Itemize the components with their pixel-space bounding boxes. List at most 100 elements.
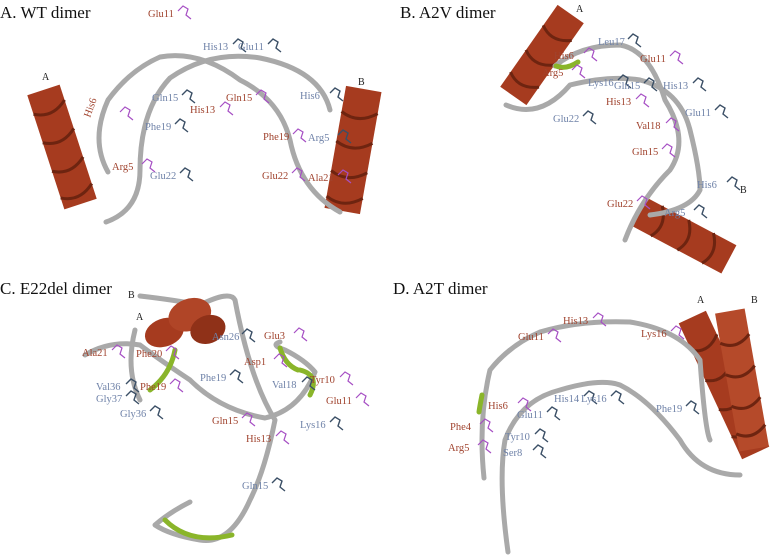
residue-label: His6 xyxy=(488,401,508,412)
side-chain-stick xyxy=(355,392,370,407)
residue-label: His13 xyxy=(190,105,215,116)
side-chain-stick xyxy=(726,176,741,191)
side-chain-stick xyxy=(635,93,650,108)
chain-label: A xyxy=(697,295,705,306)
side-chain-stick xyxy=(477,439,492,454)
residue-label: Arg5 xyxy=(112,162,133,173)
side-chain-stick xyxy=(125,390,140,405)
structures-layer xyxy=(27,4,770,555)
side-chain-stick xyxy=(329,416,344,431)
residue-label: Gln15 xyxy=(226,93,252,104)
coil-chain-b xyxy=(499,379,743,555)
side-chain-stick xyxy=(547,328,562,343)
side-chain-stick xyxy=(229,369,244,384)
side-chain-stick xyxy=(271,477,286,492)
helix-a xyxy=(144,297,226,348)
side-chain-stick xyxy=(582,110,597,125)
residue-label: Val18 xyxy=(272,380,297,391)
coil-chain-a-tail xyxy=(128,327,143,403)
side-chain-stick xyxy=(337,129,352,144)
side-chain-stick xyxy=(670,325,685,340)
panel-c-structure xyxy=(82,293,318,543)
turn-segment xyxy=(476,392,485,415)
residue-label: His13 xyxy=(606,97,631,108)
side-chain-stick xyxy=(291,167,306,182)
side-chain-stick xyxy=(583,47,598,62)
residue-label: Arg5 xyxy=(448,443,469,454)
residue-label: Val18 xyxy=(636,121,661,132)
side-chain-stick xyxy=(636,195,651,210)
side-chain-stick xyxy=(661,143,676,158)
residue-label: Asp1 xyxy=(244,357,266,368)
residue-label: Glu11 xyxy=(517,410,543,421)
side-chain-stick xyxy=(669,50,684,65)
residue-label: Glu11 xyxy=(148,9,174,20)
panel-title: A. WT dimer xyxy=(0,3,91,22)
side-chain-stick xyxy=(141,158,156,173)
helix-b xyxy=(715,308,769,452)
residue-label: Gln15 xyxy=(212,416,238,427)
residue-label: Lys16 xyxy=(588,78,614,89)
panel-title: B. A2V dimer xyxy=(400,3,496,22)
residue-label: Phe20 xyxy=(136,349,162,360)
side-chain-stick xyxy=(125,378,140,393)
side-chain-stick xyxy=(546,406,561,421)
residue-label: Arg5 xyxy=(308,133,329,144)
side-chain-stick xyxy=(714,104,729,119)
panel-title: D. A2T dimer xyxy=(393,279,488,298)
residue-label: Gly37 xyxy=(96,394,122,405)
side-chain-stick xyxy=(275,430,290,445)
side-chain-stick xyxy=(692,77,707,92)
coil-chain-b xyxy=(103,53,333,225)
coil-chain-a xyxy=(503,75,703,218)
coil-chain-b xyxy=(552,42,682,243)
panel-title: C. E22del dimer xyxy=(0,279,112,298)
residue-label: Lys16 xyxy=(581,394,607,405)
residue-label: His13 xyxy=(203,42,228,53)
chain-label: A xyxy=(576,4,584,15)
chain-label: A xyxy=(136,312,144,323)
side-chain-stick xyxy=(174,118,189,133)
residue-label: Glu22 xyxy=(607,199,633,210)
residue-label: His6 xyxy=(697,180,717,191)
side-chain-stick xyxy=(532,444,547,459)
panel-a-structure xyxy=(27,53,382,225)
residue-label: His13 xyxy=(246,434,271,445)
side-chain-stick xyxy=(293,327,308,342)
helix-a xyxy=(500,4,584,106)
residue-label: Ala21 xyxy=(308,173,334,184)
coil-chain-a xyxy=(82,339,318,421)
residue-label: Lys16 xyxy=(300,420,326,431)
residue-label: Arg5 xyxy=(542,68,563,79)
residue-label: Glu11 xyxy=(326,396,352,407)
side-chain-stick xyxy=(111,344,126,359)
residue-label: Phe19 xyxy=(263,132,289,143)
turn-segment xyxy=(162,517,235,541)
side-chain-stick xyxy=(665,117,680,132)
residue-label: Phe19 xyxy=(656,404,682,415)
residue-label: Arg5 xyxy=(664,208,685,219)
side-chain-stick xyxy=(571,64,586,79)
side-chain-stick xyxy=(267,38,282,53)
side-chain-stick xyxy=(149,405,164,420)
residue-label: Gln15 xyxy=(242,481,268,492)
side-chain-stick xyxy=(301,376,316,391)
side-chain-stick xyxy=(685,400,700,415)
residue-label: Phe4 xyxy=(450,422,472,433)
residue-label: Phe19 xyxy=(140,382,166,393)
residue-label: His6 xyxy=(554,51,574,62)
helix-b xyxy=(324,85,382,215)
side-chain-stick xyxy=(232,38,247,53)
residue-label: Glu22 xyxy=(262,171,288,182)
side-chain-stick xyxy=(169,378,184,393)
residue-label: Glu11 xyxy=(238,42,264,53)
chain-label: B xyxy=(358,77,365,88)
residue-label: His6 xyxy=(82,97,99,119)
residue-label: Gln15 xyxy=(614,81,640,92)
side-chain-stick xyxy=(255,89,270,104)
residue-label: Tyr10 xyxy=(505,432,530,443)
residue-label: Ala21 xyxy=(82,348,108,359)
residue-label: Glu11 xyxy=(640,54,666,65)
side-chain-stick xyxy=(517,397,532,412)
